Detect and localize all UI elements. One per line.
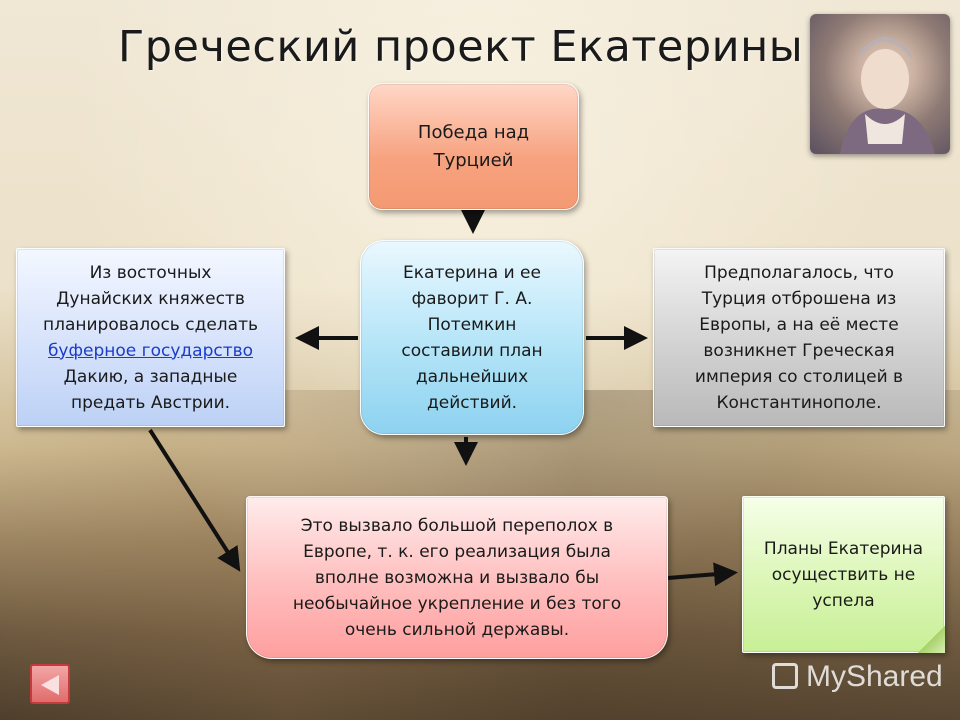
greek-empire-box: Предполагалось, что Турция отброшена из … [653,248,945,427]
right-line: Европы, а на её месте [699,314,899,335]
center-line: действий. [426,392,518,413]
plans-unfulfilled-box: Планы Екатерина осуществить не успела [742,496,945,653]
plans-line: осуществить не [771,564,916,585]
center-line: Екатерина и ее [403,262,541,283]
watermark-logo-icon [772,663,798,689]
left-line: планировалось сделать [43,314,258,335]
bottom-line: вполне возможна и вызвало бы [314,567,600,588]
center-line: составили план [401,340,543,361]
bottom-line: очень сильной державы. [344,619,570,640]
victory-box: Победа над Турцией [368,83,579,210]
portrait-image [810,14,950,154]
watermark-text: MyShared [806,660,943,693]
right-line: Турция отброшена из [701,288,897,309]
europe-reaction-box: Это вызвало большой переполох в Европе, … [246,496,668,659]
left-line: предать Австрии. [70,392,231,413]
buffer-state-link[interactable]: буферное государство [47,340,254,361]
plans-line: успела [812,590,875,611]
right-line: империя со столицей в [694,366,904,387]
previous-slide-icon [41,675,59,695]
center-line: фаворит Г. А. [411,288,533,309]
previous-slide-button[interactable] [30,664,70,704]
left-line: Дакию, а западные [63,366,238,387]
center-plan-box: Екатерина и ее фаворит Г. А. Потемкин со… [360,240,584,435]
slide-title: Греческий проект Екатерины II [118,22,844,72]
bottom-line: Европе, т. к. его реализация была [303,541,611,562]
right-line: Константинополе. [716,392,882,413]
page-fold-corner [918,626,945,653]
plans-line: Планы Екатерина [763,538,924,559]
arrow-bottom-to-plans [667,562,738,587]
left-line: Дунайских княжеств [56,288,245,309]
right-line: Предполагалось, что [704,262,894,283]
victory-line: Победа над [417,121,530,143]
bottom-line: Это вызвало большой переполох в [300,515,614,536]
right-line: возникнет Греческая [703,340,895,361]
watermark: MyShared [772,660,943,694]
arrow-left-to-bottom [148,428,241,572]
danube-principalities-box: Из восточных Дунайских княжеств планиров… [16,248,285,427]
center-line: дальнейших [415,366,529,387]
victory-line: Турцией [433,149,514,171]
center-line: Потемкин [427,314,517,335]
bottom-line: необычайное укрепление и без того [292,593,622,614]
left-line: Из восточных [89,262,212,283]
